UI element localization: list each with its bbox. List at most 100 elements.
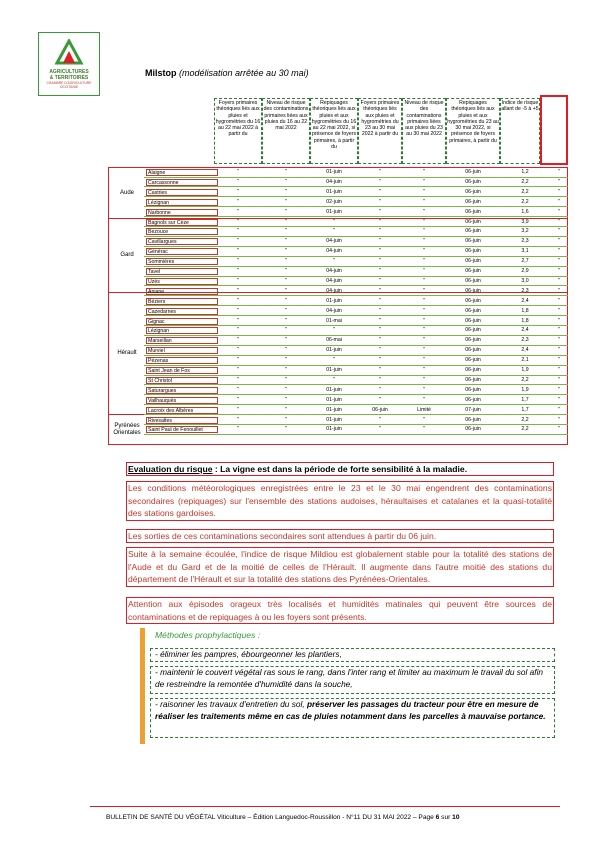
cell-c8: " [558,327,560,334]
cell-c6: 06-juin [465,277,481,284]
station-name: Gignac [146,317,218,325]
station-name: Vailhauquès [146,396,218,404]
cell-c1: " [237,307,239,314]
dept-herault: Hérault [117,350,137,356]
cell-c8: " [558,238,560,245]
cell-c7: 2,2 [521,376,529,383]
col-header-5: Niveau de risque des contaminations prim… [402,98,446,164]
dept-gard: Gard [120,252,134,258]
logo-line1: AGRICULTURES [49,69,89,75]
cell-c1: " [237,376,239,383]
cell-c2: " [285,188,287,195]
cell-c2: " [285,248,287,255]
station-name: Lézignan [146,327,218,335]
cell-c6: 06-juin [465,347,481,354]
method-item-2-text: maintenir le couvert végétal ras sous le… [155,667,544,689]
cell-c7: 2,1 [521,357,529,364]
footer-rule [90,806,560,807]
cell-c7: 1,8 [521,317,529,324]
logo-line4: OCCITANIE [59,85,79,89]
cell-c2: " [285,287,287,294]
cell-c8: " [558,367,560,373]
cell-c8: " [558,218,560,225]
cell-c2: " [285,416,287,423]
cell-c4: " [379,188,381,195]
cell-c6: 06-juin [465,188,481,195]
cell-c4: " [379,396,381,403]
cell-c2: " [285,357,287,364]
cell-c3: 04-juin [326,248,342,255]
cell-c7: 2,2 [521,178,529,185]
cell-c1: " [237,268,239,274]
dept-pyrenees: Pyrénées Orientales [113,423,141,436]
cell-c7: 3,2 [521,228,529,235]
cell-c2: " [285,268,287,274]
cell-c3: 01-mai [326,317,342,324]
cell-c6: 06-juin [465,228,481,235]
cell-c6: 06-juin [465,208,481,215]
cell-c3: 01-juin [326,297,342,304]
cell-c2: " [285,307,287,314]
table-row: Saint Paul de Fenouillet""01-juin""06-ju… [144,426,568,435]
cell-c5: " [423,307,425,314]
cell-c8: " [558,317,560,324]
cell-c7: 2,3 [521,287,529,294]
station-name: Bezouce [146,228,218,236]
cell-c6: 06-juin [465,169,481,175]
cell-c2: " [285,386,287,393]
cell-c8: " [558,386,560,393]
cell-c5: " [423,416,425,423]
col-header-2: Niveau de risque des contaminations prim… [262,98,310,164]
cell-c5: " [423,277,425,284]
method-item-1-text: éliminer les pampres, ébourgeonner les p… [160,649,342,659]
cell-c8: " [558,426,560,433]
cell-c5: " [423,287,425,294]
cell-c4: " [379,208,381,215]
cell-c3: 01-juin [326,426,342,433]
risk-evaluation: Evaluation du risque : La vigne est dans… [126,462,554,476]
cell-c8: " [558,347,560,354]
cell-c6: 06-juin [465,268,481,274]
cell-c6: 06-juin [465,198,481,205]
cell-c5: " [423,178,425,185]
dept-separator [108,292,568,293]
cell-c5: " [423,248,425,255]
cell-c4: " [379,376,381,383]
cell-c3: " [333,228,335,235]
cell-c3: " [333,258,335,265]
cell-c7: 2,4 [521,327,529,334]
cell-c4: " [379,327,381,334]
station-name: Saturargues [146,386,218,394]
cell-c7: 1,7 [521,406,529,413]
cell-c4: " [379,277,381,284]
cell-c8: " [558,297,560,304]
cell-c1: " [237,357,239,364]
station-name: Marseillan [146,337,218,345]
station-name: St Christol [146,376,218,384]
cell-c1: " [237,218,239,225]
cell-c5: " [423,426,425,433]
cell-c8: " [558,178,560,185]
cell-c2: " [285,297,287,304]
cell-c8: " [558,277,560,284]
cell-c5: " [423,376,425,383]
cell-c2: " [285,396,287,403]
col-header-6: Repiquages théoriques liés aux pluies et… [446,98,500,164]
footer-page: 6 [435,814,440,821]
cell-c7: 3,9 [521,218,529,225]
cell-c4: " [379,337,381,344]
method-item-3-bold: préserver les passages du tracteur pour … [155,699,546,721]
cell-c4: " [379,238,381,245]
cell-c7: 2,2 [521,198,529,205]
cell-c4: " [379,317,381,324]
cell-c7: 2,4 [521,297,529,304]
